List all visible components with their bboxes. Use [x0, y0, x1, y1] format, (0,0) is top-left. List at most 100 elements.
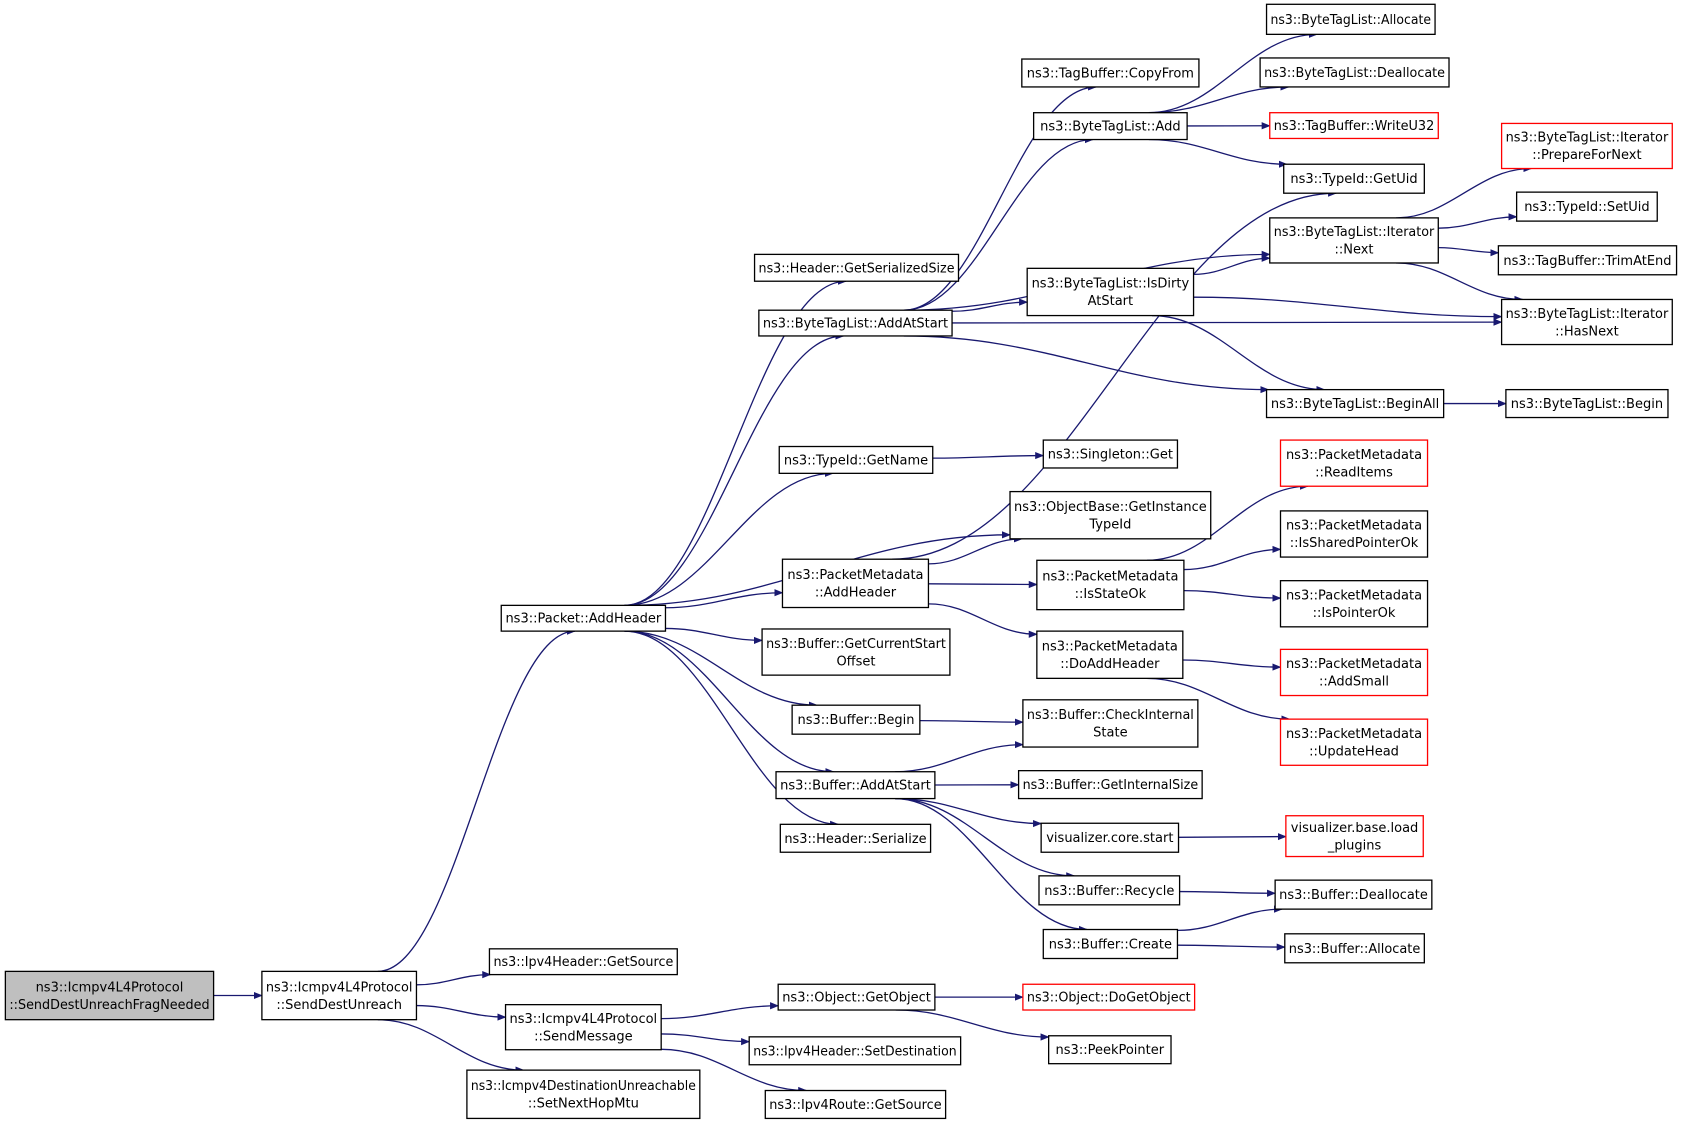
node-pm_ispointer[interactable]: ns3::PacketMetadata::IsPointerOk [1279, 580, 1429, 628]
node-peekpointer[interactable]: ns3::PeekPointer [1048, 1035, 1172, 1065]
node-box[interactable] [791, 704, 921, 735]
node-box[interactable] [1032, 112, 1188, 141]
node-buf_begin[interactable]: ns3::Buffer::Begin [791, 704, 921, 735]
node-box[interactable] [1265, 3, 1436, 35]
node-box[interactable] [1500, 298, 1673, 346]
node-btli_next[interactable]: ns3::ByteTagList::Iterator::Next [1269, 217, 1439, 264]
node-box[interactable] [488, 948, 678, 976]
node-box[interactable] [1269, 112, 1439, 140]
node-setnexthop[interactable]: ns3::Icmpv4DestinationUnreachable::SetNe… [466, 1069, 701, 1120]
node-addheader[interactable]: ns3::Packet::AddHeader [500, 604, 667, 632]
node-box[interactable] [778, 445, 934, 474]
node-box[interactable] [779, 823, 932, 853]
node-box[interactable] [753, 253, 960, 282]
node-tb_copyfrom[interactable]: ns3::TagBuffer::CopyFrom [1021, 58, 1200, 88]
node-buf_addatstart[interactable]: ns3::Buffer::AddAtStart [775, 771, 936, 800]
node-box[interactable] [1279, 439, 1429, 487]
node-box[interactable] [748, 1036, 962, 1066]
node-buf_create[interactable]: ns3::Buffer::Create [1042, 928, 1179, 960]
node-box[interactable] [1040, 822, 1180, 853]
node-btl_add[interactable]: ns3::ByteTagList::Add [1032, 112, 1188, 141]
node-box[interactable] [758, 309, 953, 337]
node-btli_hasnext[interactable]: ns3::ByteTagList::Iterator::HasNext [1500, 298, 1673, 346]
node-pm_doaddheader[interactable]: ns3::PacketMetadata::DoAddHeader [1036, 630, 1184, 680]
node-box[interactable] [1022, 699, 1199, 748]
node-box[interactable] [1017, 770, 1203, 800]
node-box[interactable] [1284, 933, 1425, 964]
node-box[interactable] [761, 628, 951, 676]
node-sdu[interactable]: ns3::Icmpv4L4Protocol::SendDestUnreach [261, 970, 418, 1021]
node-box[interactable] [1500, 122, 1673, 170]
node-box[interactable] [764, 1089, 947, 1120]
node-hgetser[interactable]: ns3::Header::GetSerializedSize [753, 253, 960, 282]
node-box[interactable] [1036, 630, 1184, 680]
node-box[interactable] [1497, 245, 1678, 276]
node-getsource[interactable]: ns3::Ipv4Header::GetSource [488, 948, 678, 976]
node-tb_writeu32[interactable]: ns3::TagBuffer::WriteU32 [1269, 112, 1439, 140]
node-btl_beginall[interactable]: ns3::ByteTagList::BeginAll [1265, 388, 1445, 419]
node-btl_addatstart[interactable]: ns3::ByteTagList::AddAtStart [758, 309, 953, 337]
node-box[interactable] [1009, 490, 1212, 540]
node-btl_deallocate[interactable]: ns3::ByteTagList::Deallocate [1259, 57, 1450, 88]
node-box[interactable] [261, 970, 418, 1021]
node-tb_trim[interactable]: ns3::TagBuffer::TrimAtEnd [1497, 245, 1678, 276]
node-btli_prepare[interactable]: ns3::ByteTagList::Iterator::PrepareForNe… [1500, 122, 1673, 170]
node-buf_recycle[interactable]: ns3::Buffer::Recycle [1038, 875, 1181, 906]
node-box[interactable] [1279, 510, 1429, 558]
node-btl_begin[interactable]: ns3::ByteTagList::Begin [1505, 388, 1669, 419]
node-tid_getuid[interactable]: ns3::TypeId::GetUid [1283, 163, 1425, 194]
node-buf_getintsize[interactable]: ns3::Buffer::GetInternalSize [1017, 770, 1203, 800]
node-viz_start[interactable]: visualizer.core.start [1040, 822, 1180, 853]
node-buf_dealloc[interactable]: ns3::Buffer::Deallocate [1274, 879, 1433, 910]
node-box[interactable] [775, 771, 936, 800]
node-pm_isstateok[interactable]: ns3::PacketMetadata::IsStateOk [1036, 559, 1185, 611]
node-pm_addheader[interactable]: ns3::PacketMetadata::AddHeader [781, 558, 930, 609]
node-box[interactable] [1283, 163, 1425, 194]
node-viz_loadplugins[interactable]: visualizer.base.load_plugins [1285, 815, 1424, 858]
node-obj_dogetobject[interactable]: ns3::Object::DoGetObject [1022, 983, 1196, 1011]
node-pm_readitems[interactable]: ns3::PacketMetadata::ReadItems [1279, 439, 1429, 487]
node-buf_alloc[interactable]: ns3::Buffer::Allocate [1284, 933, 1425, 964]
edge-pm_isstateok-to-pm_ispointer [1183, 589, 1282, 602]
node-route_getsource[interactable]: ns3::Ipv4Route::GetSource [764, 1089, 947, 1120]
node-box[interactable] [1269, 217, 1439, 264]
node-box[interactable] [781, 558, 930, 609]
node-pm_isshared[interactable]: ns3::PacketMetadata::IsSharedPointerOk [1279, 510, 1429, 558]
node-box[interactable] [777, 983, 936, 1011]
node-box[interactable] [1042, 928, 1179, 960]
node-box[interactable] [1048, 1035, 1172, 1065]
node-box[interactable] [1515, 191, 1658, 222]
node-label: ns3::PacketMetadata [787, 568, 923, 583]
node-ipv4_setdest[interactable]: ns3::Ipv4Header::SetDestination [748, 1036, 962, 1066]
node-pm_updatehead[interactable]: ns3::PacketMetadata::UpdateHead [1279, 718, 1429, 766]
node-obj_getobject[interactable]: ns3::Object::GetObject [777, 983, 936, 1011]
node-box[interactable] [1265, 388, 1445, 419]
node-box[interactable] [1279, 718, 1429, 766]
node-box[interactable] [1022, 983, 1196, 1011]
node-pm_addsmall[interactable]: ns3::PacketMetadata::AddSmall [1279, 648, 1429, 697]
node-box[interactable] [1505, 388, 1669, 419]
node-box[interactable] [1026, 267, 1195, 317]
node-box[interactable] [1274, 879, 1433, 910]
node-box[interactable] [1279, 648, 1429, 697]
node-box[interactable] [466, 1069, 701, 1120]
node-singleton_get[interactable]: ns3::Singleton::Get [1042, 439, 1179, 469]
node-btl_allocate[interactable]: ns3::ByteTagList::Allocate [1265, 3, 1436, 35]
node-box[interactable] [1038, 875, 1181, 906]
node-box[interactable] [504, 1003, 662, 1051]
node-box[interactable] [500, 604, 667, 632]
node-box[interactable] [1259, 57, 1450, 88]
node-box[interactable] [1279, 580, 1429, 628]
node-box[interactable] [1021, 58, 1200, 88]
node-box[interactable] [1042, 439, 1179, 469]
node-tid_getname[interactable]: ns3::TypeId::GetName [778, 445, 934, 474]
node-sendmsg[interactable]: ns3::Icmpv4L4Protocol::SendMessage [504, 1003, 662, 1051]
node-hser[interactable]: ns3::Header::Serialize [779, 823, 932, 853]
node-box[interactable] [1036, 559, 1185, 611]
node-tid_setuid[interactable]: ns3::TypeId::SetUid [1515, 191, 1658, 222]
node-box[interactable] [1285, 815, 1424, 858]
